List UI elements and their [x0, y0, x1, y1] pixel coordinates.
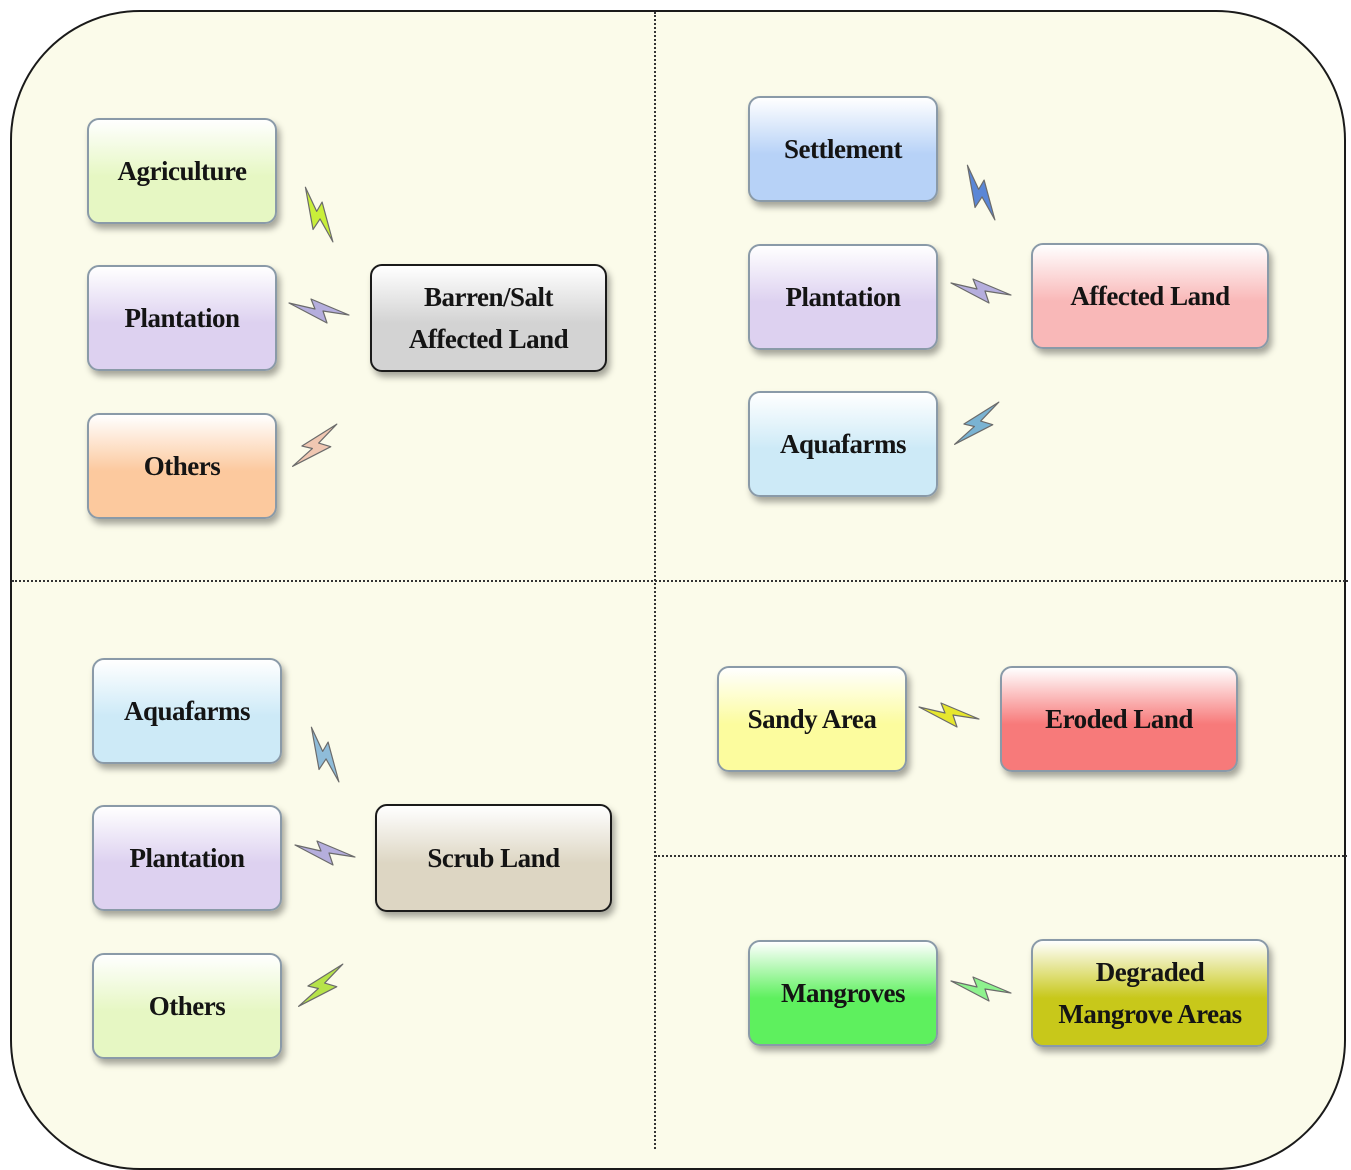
- node-settlement: Settlement: [748, 96, 938, 202]
- bolt-others-bottom-left-icon: [298, 963, 344, 1007]
- node-others-bottom-left: Others: [92, 953, 282, 1059]
- bolt-aquafarms-top-right-icon: [954, 401, 1000, 445]
- node-plantation-bottom-left: Plantation: [92, 805, 282, 911]
- bolt-settlement-icon: [966, 164, 996, 221]
- bolt-mangroves-icon: [950, 976, 1012, 1002]
- node-barren-salt-affected-land: Barren/Salt Affected Land: [370, 264, 607, 372]
- node-aquafarms-top-right: Aquafarms: [748, 391, 938, 497]
- bolt-agriculture-icon: [304, 186, 334, 243]
- node-plantation-top-right: Plantation: [748, 244, 938, 350]
- node-aquafarms-bottom-left: Aquafarms: [92, 658, 282, 764]
- bolt-others-top-left-icon: [292, 423, 338, 467]
- bolt-plantation-top-left-icon: [288, 298, 350, 324]
- node-eroded-land: Eroded Land: [1000, 666, 1238, 772]
- node-others-top-left: Others: [87, 413, 277, 519]
- bolt-plantation-top-right-icon: [950, 278, 1012, 304]
- node-agriculture: Agriculture: [87, 118, 277, 224]
- horizontal-divider: [12, 580, 1348, 582]
- node-degraded-mangrove-areas: Degraded Mangrove Areas: [1031, 939, 1269, 1047]
- node-sandy-area: Sandy Area: [717, 666, 907, 772]
- bolt-plantation-bottom-left-icon: [294, 840, 356, 866]
- node-mangroves: Mangroves: [748, 940, 938, 1046]
- right-lower-divider: [655, 855, 1347, 857]
- bolt-aquafarms-bottom-left-icon: [310, 726, 340, 783]
- node-scrub-land: Scrub Land: [375, 804, 612, 912]
- node-affected-land: Affected Land: [1031, 243, 1269, 349]
- bolt-sandy-area-icon: [918, 702, 980, 728]
- node-plantation-top-left: Plantation: [87, 265, 277, 371]
